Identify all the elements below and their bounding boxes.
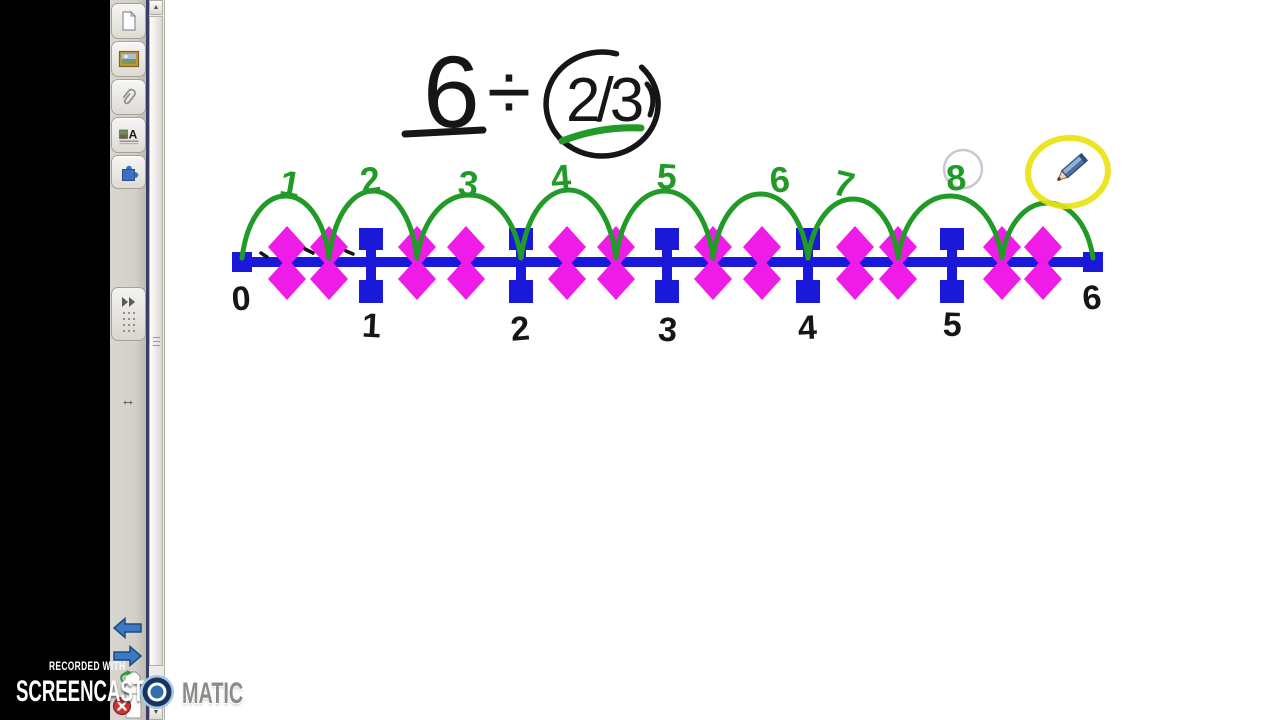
tab-page-sorter[interactable]	[111, 3, 146, 39]
text-properties-icon: A	[118, 128, 138, 145]
expand-tray-button[interactable]	[111, 287, 146, 341]
tab-addons[interactable]	[111, 155, 146, 189]
screencast-o-matic-logo	[140, 675, 174, 709]
gallery-picture-icon	[118, 50, 139, 68]
new-page-icon	[121, 10, 136, 31]
panel-divider[interactable]	[146, 0, 149, 720]
previous-page-button[interactable]	[112, 615, 143, 641]
svg-text:A: A	[128, 128, 137, 142]
scrollbar-thumb[interactable]	[149, 16, 163, 666]
next-page-button[interactable]	[112, 643, 143, 669]
vertical-scrollbar[interactable]: ▲ ▼	[149, 0, 165, 720]
puzzle-piece-icon	[121, 165, 138, 181]
watermark-screencast: SCREENCAST	[16, 675, 145, 708]
tab-attachments[interactable]	[111, 79, 146, 115]
scroll-up-button[interactable]: ▲	[149, 0, 163, 15]
letterbox-strip	[0, 0, 110, 720]
watermark-matic: MATIC	[182, 677, 244, 710]
double-arrow-icon	[121, 296, 135, 307]
resize-handle-icon[interactable]: ↔	[120, 392, 136, 409]
thumb-grip-icon	[153, 337, 160, 347]
whiteboard-canvas[interactable]	[164, 0, 1280, 720]
dot-grid-icon	[122, 311, 135, 332]
watermark-recorded-with: RECORDED WITH	[49, 659, 126, 673]
side-toolbar: A	[110, 0, 146, 720]
paperclip-icon	[122, 88, 136, 105]
tab-properties[interactable]: A	[111, 117, 146, 153]
delete-page-button[interactable]	[112, 692, 144, 720]
add-page-button[interactable]	[114, 668, 144, 700]
tab-gallery[interactable]	[111, 41, 146, 77]
